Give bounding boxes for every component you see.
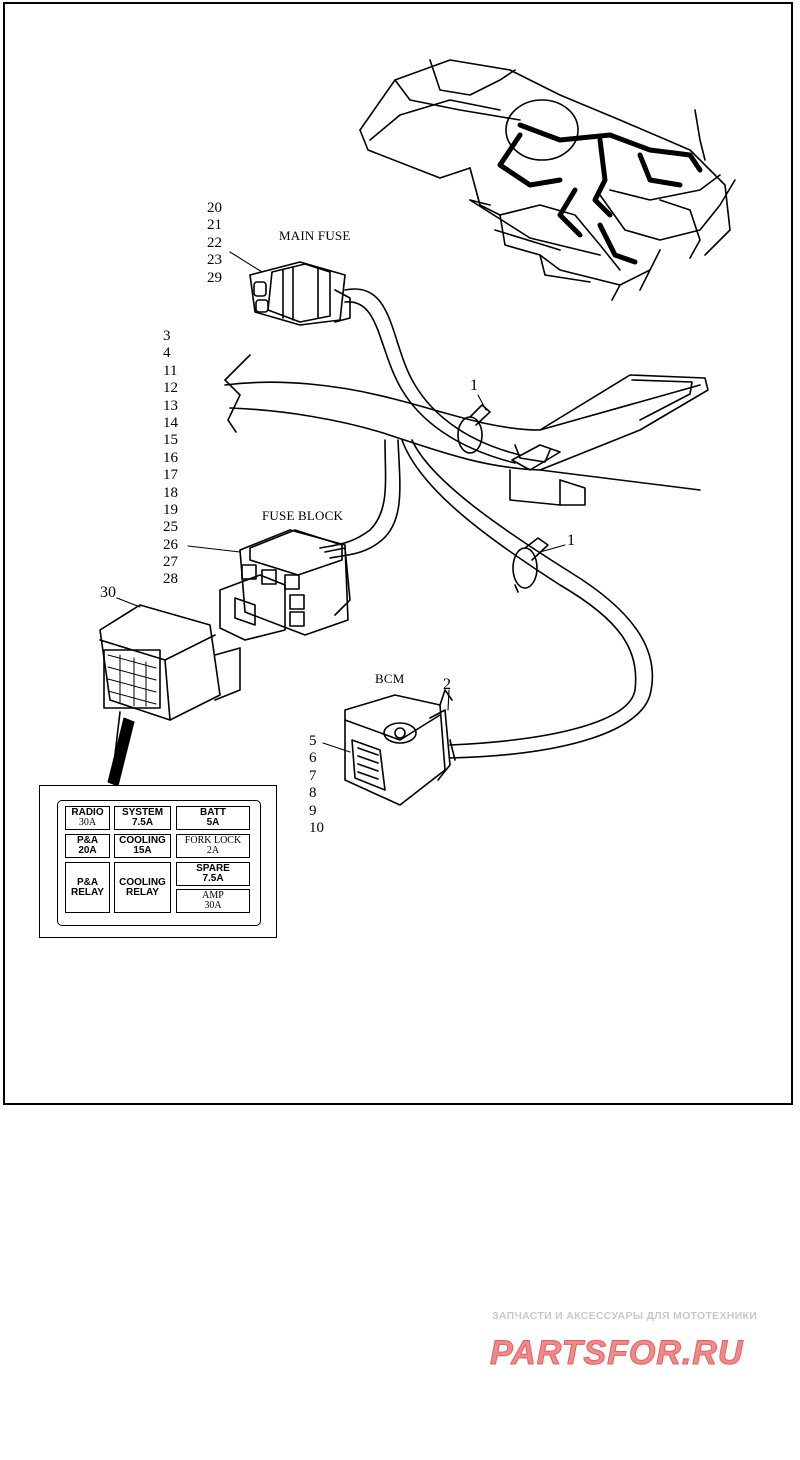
harness-main (319, 439, 654, 759)
callout-number: 14 (163, 414, 178, 431)
fuse-block (219, 529, 351, 641)
callout-number: 28 (163, 571, 178, 588)
relay-name: P&A (76, 876, 99, 888)
fuse-cell-cooling: COOLING 15A (114, 834, 171, 858)
callout-number: 9 (309, 802, 317, 819)
diagram-frame (3, 2, 793, 1105)
callout-number: 12 (163, 380, 178, 397)
cable-clamp-upper (457, 404, 491, 454)
callout-number: 18 (163, 484, 178, 501)
fuse-rating: 7.5A (131, 817, 154, 828)
fuse-cell-batt: BATT 5A (176, 806, 250, 830)
relay-name: COOLING (119, 876, 166, 888)
callout-number: 8 (309, 785, 317, 802)
callout-number: 17 (163, 467, 178, 484)
relay-callout: 30 (100, 584, 116, 601)
fuse-cell-amp: AMP 30A (176, 889, 250, 913)
fuse-block-callouts: 3 4 11 12 13 14 15 16 17 18 19 25 26 27 … (163, 328, 178, 589)
main-fuse-callouts: 20 21 22 23 29 (207, 200, 222, 287)
fuse-rating: 30A (204, 900, 222, 911)
fuse-rating: 5A (206, 817, 220, 828)
watermark: ЗАПЧАСТИ И АКСЕССУАРЫ ДЛЯ МОТОТЕХНИКИ PA… (470, 1310, 790, 1380)
fuse-legend: RADIO 30A SYSTEM 7.5A BATT 5A P&A 20A CO… (39, 785, 277, 938)
callout-number: 4 (163, 345, 171, 362)
bcm-callouts: 5 6 7 8 9 10 (309, 733, 324, 837)
fuse-cell-fork-lock: FORK LOCK 2A (176, 834, 250, 858)
harness-overview (497, 122, 703, 265)
callout-number: 5 (309, 733, 317, 749)
bcm-module (344, 689, 456, 806)
relay-name: RELAY (71, 886, 104, 898)
motorcycle-frame-overview (359, 59, 736, 301)
callout-number: 16 (163, 449, 178, 466)
fuse-name: COOLING (119, 835, 166, 846)
main-fuse-cable (344, 288, 521, 464)
fuse-name: BATT (200, 807, 226, 818)
watermark-tagline: ЗАПЧАСТИ И АКСЕССУАРЫ ДЛЯ МОТОТЕХНИКИ (492, 1310, 758, 1322)
callout-number: 27 (163, 554, 178, 571)
bcm-bracket-callout: 2 (443, 676, 451, 693)
callout-number: 13 (163, 397, 178, 414)
fuse-rating: 2A (206, 845, 220, 856)
clamp-callout-upper: 1 (470, 377, 478, 394)
fuse-rating: 30A (78, 817, 97, 828)
fuse-rating: 15A (133, 845, 152, 856)
callout-number: 10 (309, 819, 324, 836)
callout-number: 26 (163, 536, 178, 553)
fuse-rating: 20A (78, 845, 97, 856)
fuse-name: FORK LOCK (184, 835, 242, 846)
fuse-cell-system: SYSTEM 7.5A (114, 806, 171, 830)
fuse-legend-panel: RADIO 30A SYSTEM 7.5A BATT 5A P&A 20A CO… (57, 800, 261, 926)
main-fuse-connector (249, 261, 351, 326)
callout-number: 21 (207, 217, 222, 234)
callout-number: 22 (207, 234, 222, 251)
callout-number: 6 (309, 750, 317, 767)
watermark-logo-text: PARTSFOR.RU (490, 1334, 744, 1372)
relay-module (99, 604, 241, 781)
fuse-name: SYSTEM (121, 807, 164, 818)
callout-number: 15 (163, 432, 178, 449)
fuse-block-caption: FUSE BLOCK (262, 508, 344, 523)
fuse-cell-cooling-relay: COOLING RELAY (114, 862, 171, 913)
fuse-name: P&A (76, 835, 99, 846)
relay-fuse-grid (107, 654, 157, 707)
fuse-rating: 7.5A (202, 873, 224, 884)
watermark-logo: PARTSFOR.RU (490, 1334, 744, 1373)
fuse-cell-spare: SPARE 7.5A (176, 862, 250, 886)
main-fuse-caption: MAIN FUSE (279, 228, 351, 243)
callout-number: 25 (163, 519, 178, 536)
callout-number: 19 (163, 501, 178, 518)
clamp-callout-lower: 1 (567, 532, 575, 549)
callout-number: 7 (309, 767, 317, 784)
callout-number: 11 (163, 362, 178, 379)
fuse-name: SPARE (196, 863, 230, 874)
relay-name: RELAY (126, 886, 159, 898)
callout-number: 3 (163, 328, 171, 344)
callout-number: 29 (207, 269, 222, 286)
fuse-cell-pa-relay: P&A RELAY (65, 862, 110, 913)
fuse-name: RADIO (71, 807, 104, 818)
fuse-cell-pa: P&A 20A (65, 834, 110, 858)
callout-number: 20 (207, 200, 222, 216)
callout-number: 23 (207, 252, 222, 269)
fuse-name: AMP (202, 890, 224, 901)
leader-lines (116, 251, 566, 753)
wiring-harness-illustration (99, 59, 736, 806)
legend-pointer (107, 717, 135, 787)
frame-tube (224, 354, 709, 506)
fuse-cell-radio: RADIO 30A (65, 806, 110, 830)
bcm-caption: BCM (375, 671, 405, 686)
